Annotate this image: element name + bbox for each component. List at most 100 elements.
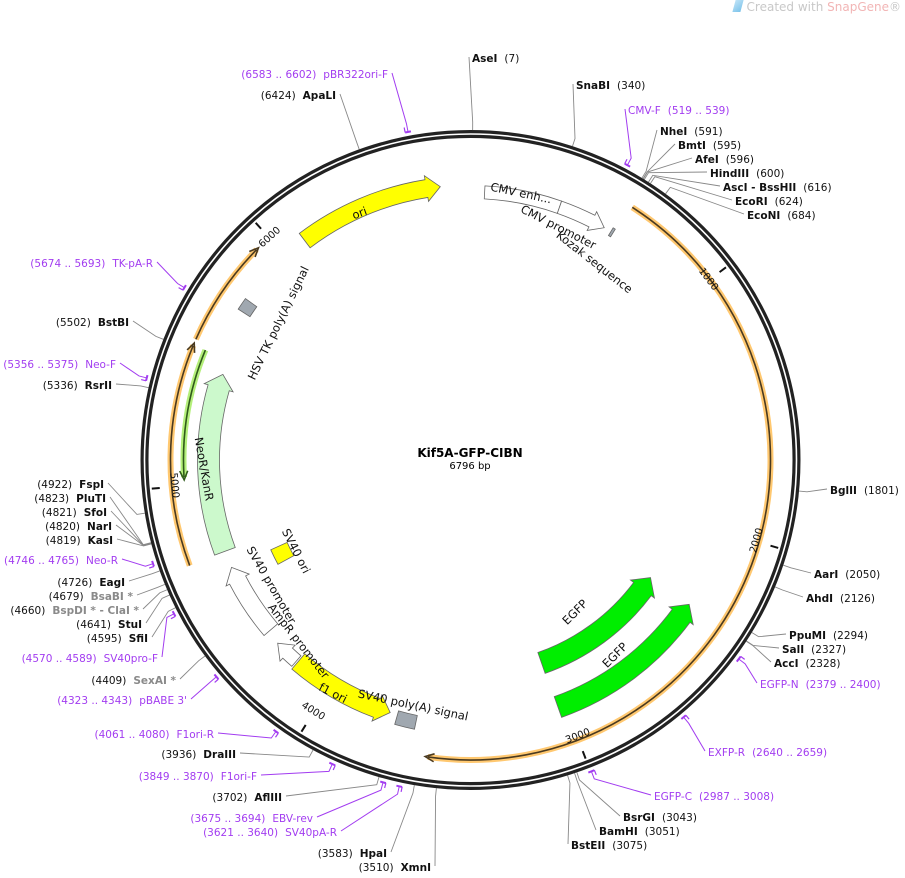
primer-name: pBABE 3' [139,695,187,707]
enzyme-name: AseI [472,53,498,65]
primer-label[interactable]: (5356 .. 5375)Neo-F [3,358,116,372]
primer-position-value: 519 .. 539 [671,105,726,117]
enzyme-label[interactable]: (4922)FspI [37,478,104,492]
enzyme-position-value: 2327 [815,644,842,656]
enzyme-name: AfeI [695,154,719,166]
enzyme-label[interactable]: (5336)RsrII [43,379,112,393]
enzyme-label[interactable]: (5502)BstBI [56,316,129,330]
enzyme-label[interactable]: (4595)SfiI [87,632,148,646]
primer-position-value: 4570 .. 4589 [25,653,93,665]
enzyme-label[interactable]: SalI(2327) [782,643,846,657]
enzyme-label[interactable]: (6424)ApaLI [261,89,336,103]
primer-label[interactable]: (4570 .. 4589)SV40pro-F [22,652,158,666]
enzyme-label[interactable]: BamHI(3051) [599,825,680,839]
enzyme-position-value: 591 [698,126,719,138]
primer-label[interactable]: (3849 .. 3870)F1ori-F [139,770,257,784]
cmv-promoter-feature[interactable] [556,200,605,231]
orf-feature[interactable] [167,341,196,567]
orf-feature[interactable] [178,348,209,482]
primer-name: pBR322ori-F [323,69,388,81]
enzyme-label[interactable]: BsrGI(3043) [623,811,697,825]
primer-label[interactable]: (4061 .. 4080) F1ori-R [95,728,214,742]
primer-label[interactable]: EGFP-N(2379 .. 2400) [760,678,881,692]
enzyme-label[interactable]: AccI(2328) [774,657,840,671]
orf-feature[interactable] [423,204,774,763]
primer-name: F1ori-R [176,729,214,741]
enzyme-label[interactable]: (4679)BsaBI * [49,590,133,604]
enzyme-label[interactable]: (4409)SexAI * [91,674,176,688]
enzyme-label[interactable]: (3702)AflIII [212,791,282,805]
backbone-outer [140,130,801,790]
primer-name: Neo-R [85,555,118,567]
enzyme-label[interactable]: (4660)BspDI * - ClaI * [10,604,139,618]
enzyme-label[interactable]: BstEII(3075) [571,839,647,853]
primer-leader [119,362,147,379]
enzyme-label[interactable]: (4823)PluTI [34,492,106,506]
enzyme-position: (624) [774,196,803,208]
enzyme-position-value: 596 [729,154,750,166]
primer-position: (6583 .. 6602) [241,69,317,81]
primer-label[interactable]: EGFP-C(2987 .. 3008) [654,790,774,804]
primer-label[interactable]: (3621 .. 3640)SV40pA-R [203,826,337,840]
enzyme-name: DraIII [203,749,236,761]
enzyme-label[interactable]: (3936)DraIII [161,748,236,762]
enzyme-position-value: 4922 [41,479,69,491]
enzyme-label[interactable]: (4726)EagI [57,576,125,590]
primer-label[interactable]: (3675 .. 3694)EBV-rev [190,812,313,826]
enzyme-position-value: 4819 [49,535,77,547]
enzyme-label[interactable]: (4819)KasI [46,534,113,548]
tick-mark [300,724,307,733]
enzyme-label[interactable]: AhdI(2126) [806,592,875,606]
primer-label[interactable]: (6583 .. 6602) pBR322ori-F [241,68,388,82]
enzyme-leader [798,488,828,493]
primer-position: (4061 .. 4080) [94,729,170,741]
tick-mark [581,750,587,759]
sv40-poly-a-signal-feature[interactable] [394,710,418,730]
enzyme-label[interactable]: HindIII(600) [710,167,784,181]
enzyme-label[interactable]: (3510)XmnI [359,861,431,875]
enzyme-label[interactable]: EcoNI(684) [747,209,816,223]
primer-position-value: 3849 .. 3870 [142,771,210,783]
sv40-promoter-feature[interactable] [225,566,279,637]
f1-ori-feature[interactable] [291,653,391,722]
enzyme-label[interactable]: AarI(2050) [814,568,880,582]
enzyme-label[interactable]: (3583)HpaI [318,847,387,861]
primer-label[interactable]: EXFP-R(2640 .. 2659) [708,746,827,760]
primer-mark [182,284,187,291]
enzyme-position: (4595) [86,633,122,645]
sv40-ori-feature[interactable] [270,541,295,565]
enzyme-label[interactable]: AfeI(596) [695,153,754,167]
enzyme-label[interactable]: SnaBI(340) [576,79,645,93]
primer-label[interactable]: CMV-F(519 .. 539) [628,104,729,118]
egfp-feature[interactable] [537,577,656,674]
enzyme-label[interactable]: (4821)SfoI [42,506,107,520]
enzyme-name: BstEII [571,840,606,852]
enzyme-label[interactable]: EcoRI(624) [735,195,803,209]
primer-position-value: 4323 .. 4343 [61,695,129,707]
snapgene-watermark: Created with SnapGene® [731,0,901,14]
enzyme-position-value: 5502 [59,317,87,329]
neor-kanr-feature[interactable] [197,373,236,556]
enzyme-label[interactable]: AseI(7) [472,52,519,66]
watermark-text: Created with [746,0,828,14]
enzyme-label[interactable]: BmtI(595) [678,139,741,153]
primer-label[interactable]: (4323 .. 4343)pBABE 3' [57,694,187,708]
primer-position-value: 2987 .. 3008 [703,791,770,803]
primer-label[interactable]: (5674 .. 5693)TK-pA-R [30,257,153,271]
enzyme-label[interactable]: PpuMI(2294) [789,629,868,643]
kozak-sequence-feature[interactable] [607,227,616,238]
primer-label[interactable]: (4746 .. 4765)Neo-R [4,554,118,568]
enzyme-name: HindIII [710,168,750,180]
ampr-promoter-feature[interactable] [277,642,302,667]
ori-feature[interactable] [298,174,441,249]
egfp-feature[interactable] [553,603,694,718]
orf-feature[interactable] [193,246,260,341]
enzyme-label[interactable]: (4820)NarI [45,520,112,534]
hsv-tk-poly-a-signal-feature[interactable] [237,297,258,318]
enzyme-label[interactable]: NheI(591) [660,125,723,139]
enzyme-label[interactable]: AscI - BssHII(616) [723,181,832,195]
enzyme-name: SexAI * [133,675,176,687]
enzyme-label[interactable]: BglII(1801) [830,484,899,498]
enzyme-label[interactable]: (4641)StuI [76,618,142,632]
primer-mark [624,162,631,168]
